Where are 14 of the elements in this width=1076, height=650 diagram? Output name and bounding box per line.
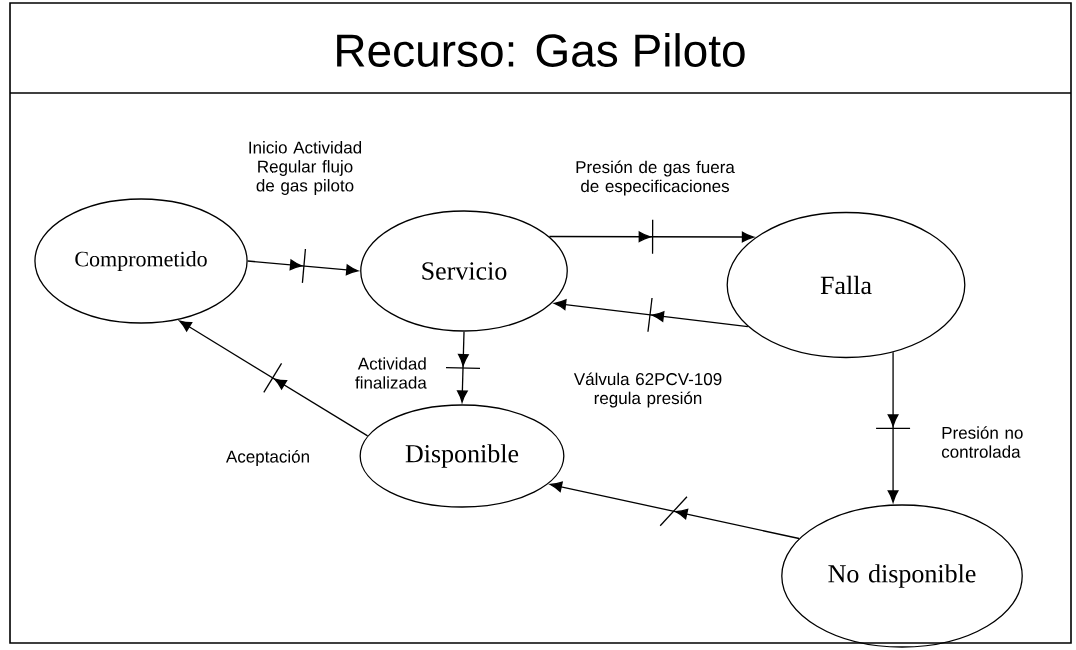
arrow — [553, 297, 749, 333]
edge-label: Inicio Actividad Regular flujo de gas piloto — [249, 141, 362, 195]
arrow — [179, 320, 369, 437]
edge-label: Presión no controlada — [941, 426, 1023, 458]
arrow — [445, 331, 481, 403]
edge-label: Actividad finalizada — [355, 357, 427, 389]
arrow — [549, 481, 800, 540]
title: Recurso: Gas Piloto — [337, 33, 745, 67]
arrow — [875, 351, 911, 503]
arrow — [548, 219, 755, 255]
edge-label: Válvula 62PCV-109 regula presión — [573, 372, 722, 408]
edge-label: Presión de gas fuera de especificaciones — [576, 160, 735, 196]
edge-label: Aceptación — [226, 449, 309, 466]
arrow — [247, 248, 359, 284]
